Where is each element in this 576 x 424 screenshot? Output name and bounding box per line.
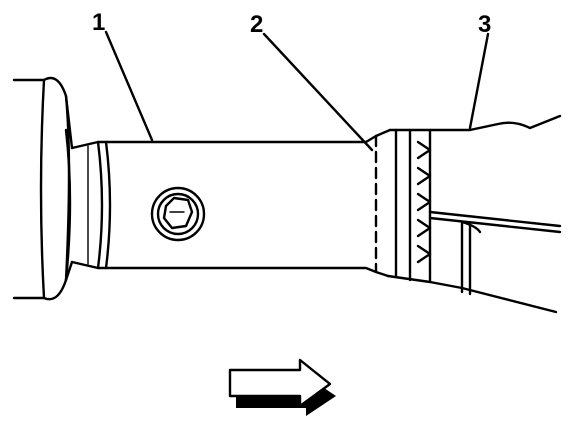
shaft-end-flange — [12, 76, 74, 301]
hex-bolt — [150, 186, 206, 242]
spline-teeth — [416, 140, 432, 264]
callout-label-3: 3 — [478, 11, 491, 38]
callout-leaders — [104, 30, 490, 152]
slip-yoke-housing — [428, 114, 562, 314]
callout-label-2: 2 — [250, 11, 263, 38]
callout-label-1: 1 — [92, 9, 105, 36]
splined-sleeve — [386, 128, 432, 284]
right-arrow-icon — [228, 358, 336, 416]
shaft-tube — [70, 128, 392, 278]
